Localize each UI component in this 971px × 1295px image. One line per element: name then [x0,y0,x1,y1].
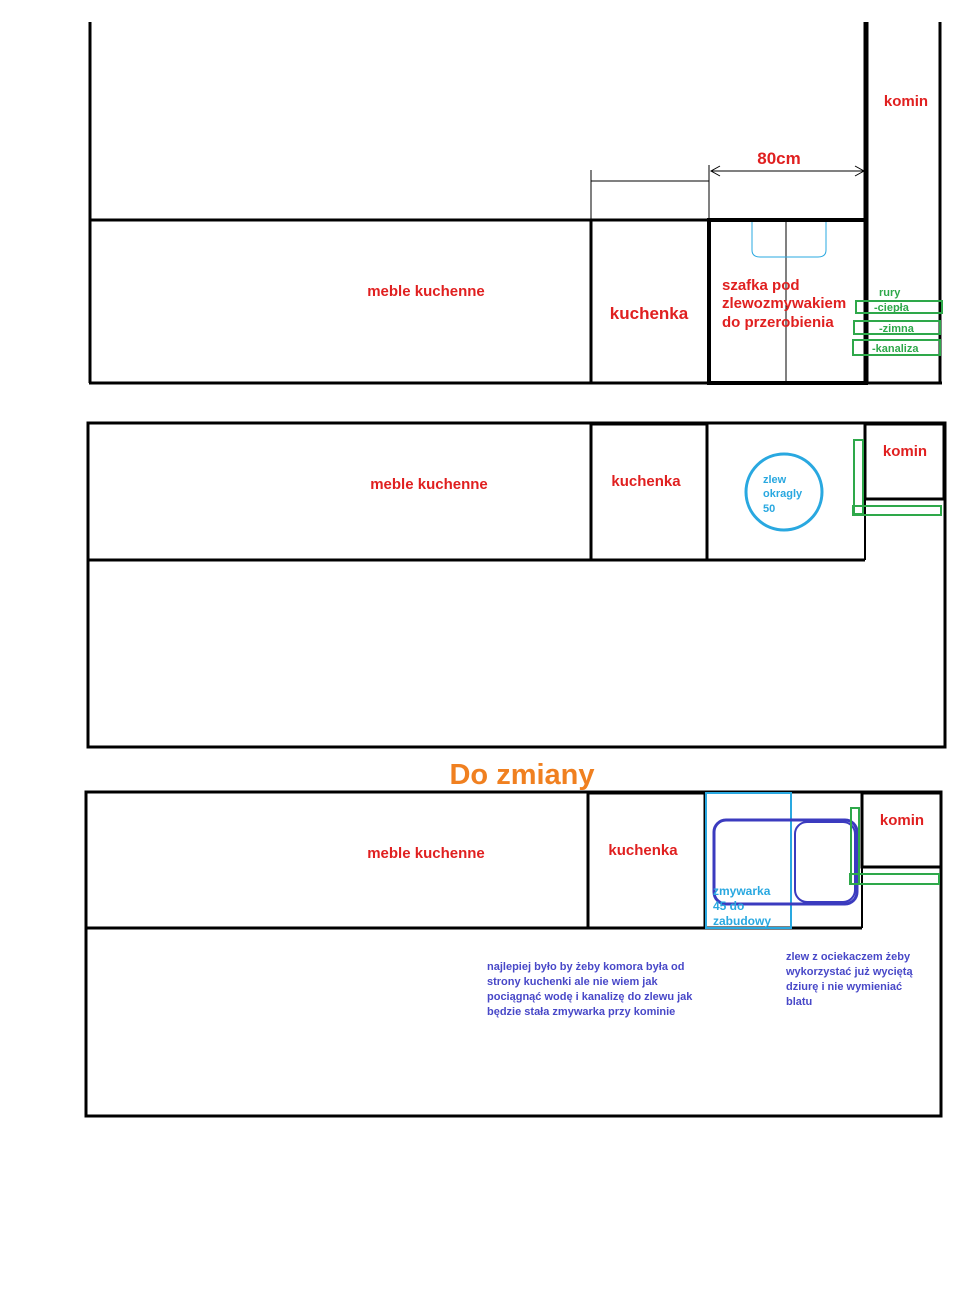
plan3-note-left-line-1: najlepiej było by żeby komora była od [487,961,684,973]
plan1-chimney-label: komin [884,93,928,110]
plan3-note-right-line-3: dziurę i nie wymieniać [786,981,902,993]
plan1-pipes-title: rury [879,287,901,299]
plan2-round-sink-line-3: 50 [763,503,775,515]
plan3-room-outline [84,790,943,1118]
plan1-arrowhead-right [854,165,866,177]
plan-3-proposed-layout: meble kuchenne kuchenka komin zmywarka 4… [84,790,943,1118]
plan1-sink-cabinet-line-3: do przerobienia [722,314,834,331]
plan1-cabinets-label: meble kuchenne [367,283,485,300]
plan3-sink-bowl [794,821,856,903]
plan3-chimney [860,791,943,869]
plan-1-current-layout: 80cm meble kuchenne kuchenka szafka pod … [88,22,943,385]
plan3-note-left-line-2: strony kuchenki ale nie wiem jak [487,976,658,988]
plan1-sewer-pipe [852,339,941,356]
plan1-cold-pipe-label: -zimna [879,323,915,335]
plan3-dishwasher-line-2: 45 do [713,899,744,913]
plan3-chimney-label: komin [880,812,924,829]
plan2-round-sink-line-2: okragly [763,488,803,500]
plan2-horizontal-pipe [852,505,942,516]
plan1-cold-pipe [853,320,941,335]
plan3-dishwasher-line-3: zabudowy [713,914,771,928]
plan2-room-outline [86,421,947,749]
plan3-dishwasher [705,792,792,929]
plan3-stove-label: kuchenka [608,842,678,859]
plan3-dishwasher-line-1: zmywarka [713,884,771,898]
plan2-chimney-label: komin [883,443,927,460]
plan3-note-right-line-4: blatu [786,996,812,1008]
plan1-dimension-label: 80cm [757,149,800,168]
plan3-horizontal-pipe [849,873,940,885]
plan1-hot-pipe-label: -ciepła [874,302,910,314]
plan1-stove-label: kuchenka [610,304,689,323]
plan2-stove-label: kuchenka [611,473,681,490]
plan3-cabinets-label: meble kuchenne [367,845,485,862]
plan1-hot-pipe [855,300,943,314]
plan1-sink-cabinet-line-1: szafka pod [722,277,800,294]
plan1-sink-basin [751,222,827,258]
plan2-round-sink [744,452,824,532]
change-title: Do zmiany [449,759,594,791]
plan1-arrowhead-left [709,165,721,177]
plan3-note-left-line-3: pociągnąć wodę i kanalizę do zlewu jak [487,991,693,1003]
plan3-sink-with-drainer [712,818,859,906]
plan2-stove [589,422,709,562]
plan3-note-right-line-1: zlew z ociekaczem żeby [786,951,911,963]
plan1-sewer-pipe-label: -kanaliza [872,343,919,355]
plan3-note-left-line-4: będzie stała zmywarka przy kominie [487,1006,675,1018]
plan2-vertical-pipe [853,439,864,515]
plan3-stove [586,791,707,930]
plan-2-round-sink-layout: zlew okragly 50 meble kuchenne kuchenka … [86,421,947,749]
plan2-chimney [863,422,946,501]
plan2-cabinets-label: meble kuchenne [370,476,488,493]
plan2-round-sink-line-1: zlew [763,474,787,486]
plan1-sink-cabinet-line-2: zlewozmywakiem [722,295,846,312]
plan3-note-right-line-2: wykorzystać już wyciętą [785,966,913,978]
